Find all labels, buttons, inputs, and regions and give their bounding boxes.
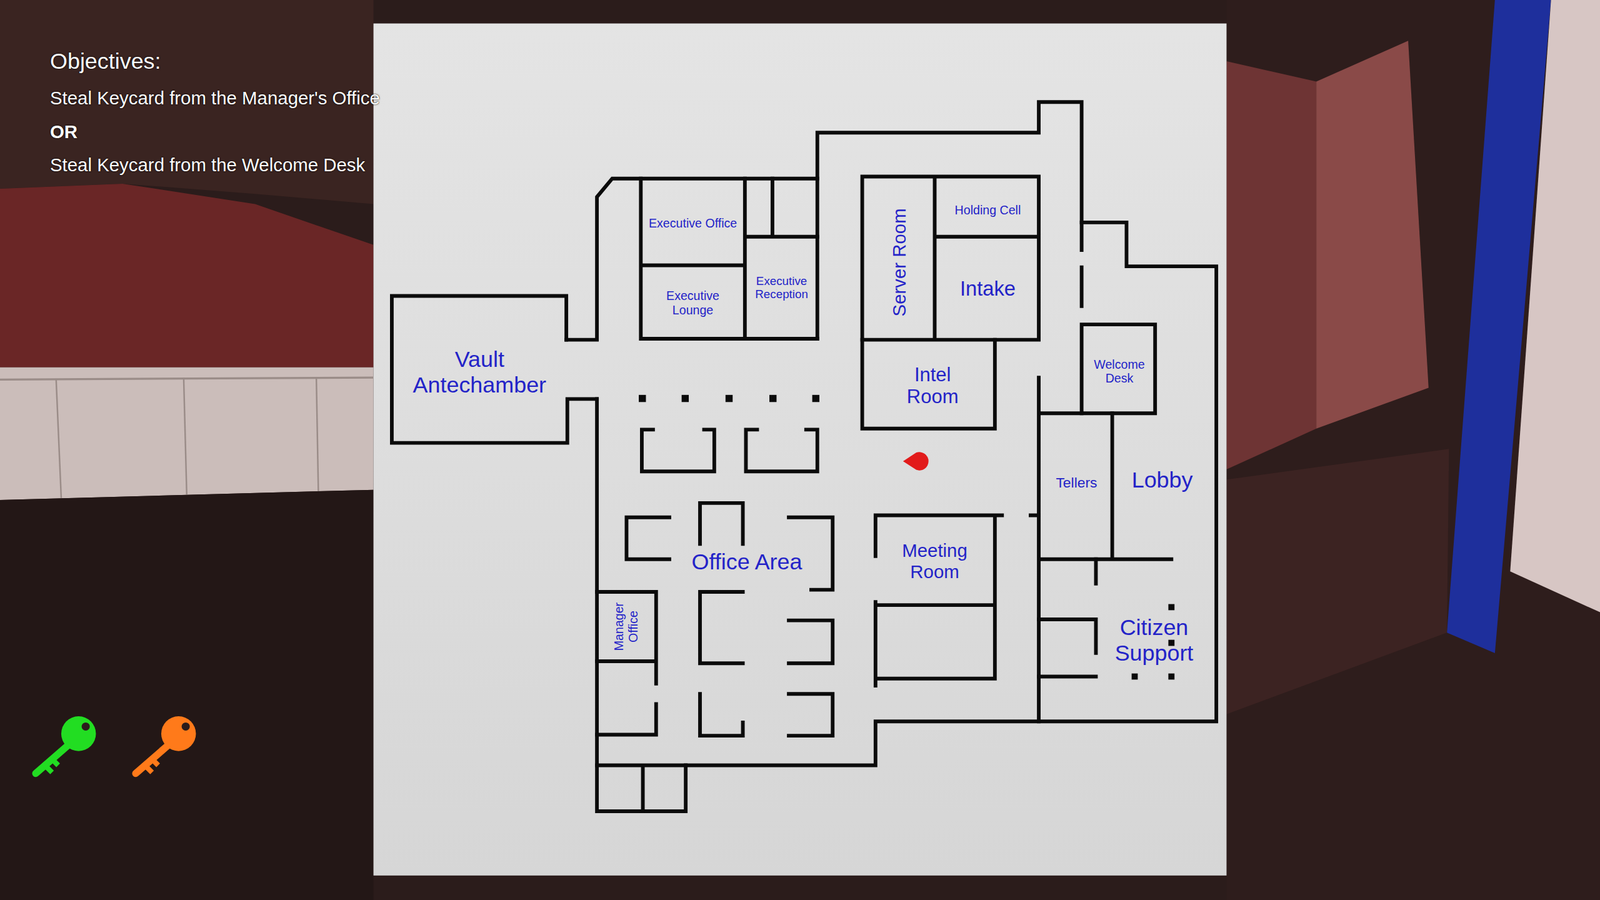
room-label: Tellers (1054, 473, 1099, 492)
scene-right (1226, 0, 1600, 900)
room-name: Intel Room (891, 363, 974, 409)
post (1168, 673, 1175, 680)
post (725, 395, 733, 402)
room-label: Intel Room (890, 362, 975, 410)
post (638, 395, 646, 402)
citizen-support-walls (1038, 559, 1096, 677)
post (1131, 673, 1139, 680)
room-name: Lobby (1131, 467, 1194, 494)
tellers-walls (1038, 377, 1172, 722)
room-label: Executive Lounge (645, 287, 740, 319)
player-marker (903, 451, 929, 470)
room-name: Intake (960, 276, 1016, 301)
scene-pale-panel (1510, 0, 1600, 613)
objective-text: Steal Keycard from the Manager's Office (50, 87, 380, 109)
executive-walls (640, 178, 817, 339)
room-label: Office Area (690, 548, 804, 577)
room-name: Vault Antechamber (403, 346, 557, 399)
room-label: Lobby (1130, 466, 1195, 495)
scene-red-panel (1316, 40, 1429, 429)
scene-counter (0, 367, 374, 500)
post (812, 395, 820, 402)
scene-counter-edge (0, 377, 374, 380)
scene-counter-seam (316, 377, 319, 492)
key-hole (181, 722, 190, 731)
post (1168, 604, 1175, 611)
key-shaft (35, 745, 68, 774)
scene-counter-seam (183, 377, 187, 495)
room-label: Meeting Room (887, 538, 982, 584)
key-tooth (151, 759, 159, 766)
objectives-heading: Objectives: (50, 48, 162, 75)
room-name: Executive Office (648, 216, 737, 231)
cubicle (641, 429, 715, 472)
room-label: Vault Antechamber (401, 345, 558, 400)
room-name: Holding Cell (955, 203, 1022, 218)
server-block-walls (862, 176, 1039, 340)
key-shaft (135, 745, 168, 774)
wall (566, 178, 818, 340)
key-tooth (51, 759, 59, 766)
room-label: Server Room (886, 206, 911, 318)
floor-plan-walls (391, 101, 1217, 812)
wall (817, 101, 1082, 339)
wall-posts (638, 395, 1175, 680)
room-label: Welcome Desk (1084, 356, 1155, 387)
room-name: Manager Office (612, 595, 641, 657)
cubicle (700, 503, 744, 544)
room-name: Meeting Room (888, 540, 981, 583)
room-name: Executive Lounge (646, 288, 739, 317)
objective-text: OR (50, 121, 78, 143)
room-label: Manager Office (611, 594, 642, 659)
room-label: Holding Cell (953, 201, 1023, 219)
post (769, 395, 777, 402)
cubicle (700, 693, 744, 736)
scene-red-panel (1226, 61, 1317, 470)
room-label: Executive Reception (746, 273, 817, 303)
scene-red-wall (0, 183, 374, 368)
objective-text: Steal Keycard from the Welcome Desk (50, 154, 365, 176)
cubicle (745, 429, 817, 472)
key-tooth (145, 765, 152, 772)
orange-key-icon (135, 716, 196, 774)
manager-office-walls (596, 591, 686, 812)
intel-room-wall (862, 340, 995, 429)
green-key-icon (35, 716, 96, 774)
room-name: Office Area (691, 549, 803, 575)
room-name: Executive Reception (748, 274, 816, 302)
welcome-desk-wall (1081, 324, 1156, 414)
key-hole (81, 722, 90, 731)
room-name: Citizen Support (1098, 615, 1211, 667)
cubicle (626, 517, 670, 560)
room-label: Intake (958, 275, 1017, 302)
room-name: Tellers (1055, 474, 1097, 491)
room-label: Executive Office (647, 215, 739, 232)
room-name: Server Room (888, 208, 910, 317)
room-name: Welcome Desk (1085, 357, 1154, 386)
key-tooth (45, 765, 52, 772)
room-label: Citizen Support (1096, 613, 1212, 669)
cubicle (700, 591, 744, 664)
scene-floor (0, 490, 374, 900)
scene-shadow (1226, 448, 1449, 714)
map-panel (373, 23, 1227, 876)
cubicle (788, 620, 833, 664)
cubicle (788, 693, 833, 736)
post (681, 395, 689, 402)
vault-wall (391, 295, 597, 443)
scene-counter-seam (56, 379, 62, 498)
meeting-room-walls (875, 515, 1039, 686)
